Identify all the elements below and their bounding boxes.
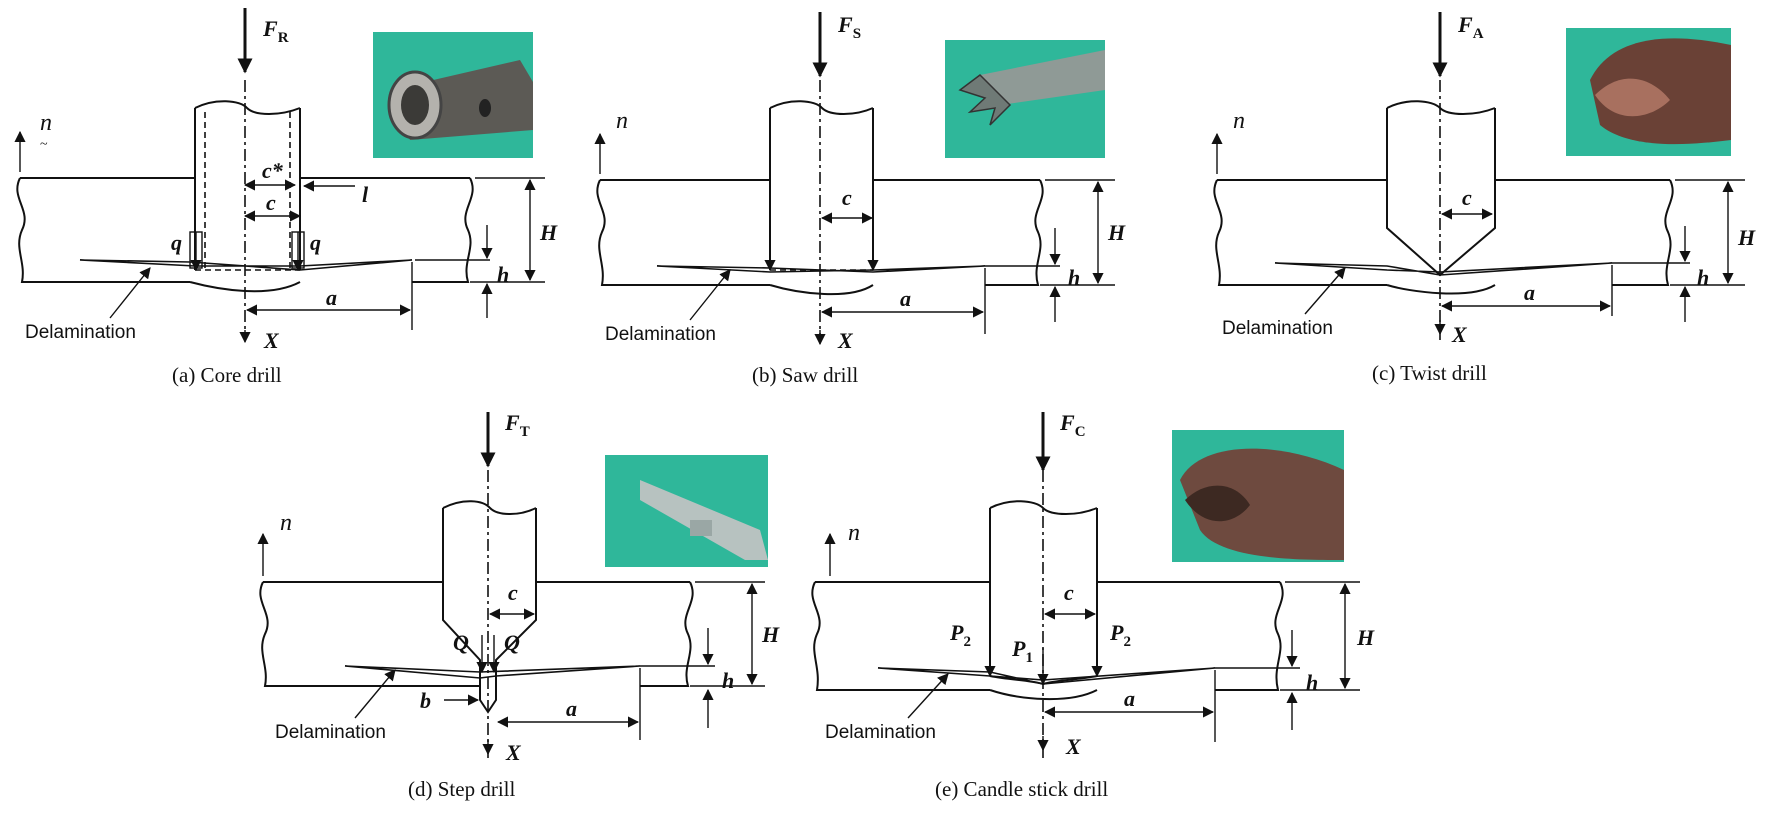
q-left-label: q: [171, 230, 182, 255]
h-label: h: [497, 262, 509, 287]
h-label: h: [722, 668, 734, 693]
rotation-n-label: n: [848, 520, 860, 546]
c-label: c: [1462, 185, 1472, 210]
caption-c: (c) Twist drill: [1372, 361, 1487, 385]
panel-twist-drill: FA n c H h a X Delamination (c) Twist dr…: [1211, 12, 1756, 385]
force-label-ft: FT: [504, 410, 530, 440]
a-label: a: [326, 285, 337, 310]
X-label: X: [263, 328, 280, 353]
X-label: X: [837, 328, 854, 353]
rotation-n-label: n: [1233, 108, 1245, 134]
c-star-label: c*: [262, 158, 284, 183]
delamination-label: Delamination: [605, 324, 716, 345]
b-label: b: [420, 688, 431, 713]
Q-left-label: Q: [453, 630, 469, 655]
a-label: a: [1124, 686, 1135, 711]
step-drill-photo: [605, 455, 768, 567]
P1-label: P1: [1011, 636, 1033, 666]
force-label-fc: FC: [1059, 410, 1086, 440]
a-label: a: [1524, 280, 1535, 305]
H-label: H: [539, 220, 558, 245]
h-label: h: [1068, 265, 1080, 290]
force-label-fa: FA: [1457, 12, 1484, 42]
h-label: h: [1306, 670, 1318, 695]
candle-stick-drill-photo: [1172, 430, 1344, 562]
force-label-fr: FR: [262, 16, 289, 46]
X-label: X: [1451, 322, 1468, 347]
delamination-label: Delamination: [1222, 318, 1333, 339]
a-label: a: [566, 696, 577, 721]
H-label: H: [1737, 225, 1756, 250]
caption-a: (a) Core drill: [172, 363, 282, 387]
P2-right-label: P2: [1109, 620, 1131, 650]
delamination-label: Delamination: [25, 322, 136, 343]
panel-step-drill: FT n Q Q c b H h a X Delamination (d) St…: [257, 410, 780, 801]
caption-d: (d) Step drill: [408, 777, 515, 801]
Q-right-label: Q: [504, 630, 520, 655]
caption-b: (b) Saw drill: [752, 363, 858, 387]
rotation-n-label: n: [40, 110, 52, 136]
rotation-n-label: n: [616, 108, 628, 134]
c-label: c: [508, 580, 518, 605]
H-label: H: [1356, 625, 1375, 650]
panel-candle-stick-drill: FC n P2 P1 P2 c H h a X Delamination (e)…: [811, 410, 1375, 801]
force-label-fs: FS: [837, 12, 861, 42]
H-label: H: [761, 622, 780, 647]
q-right-label: q: [310, 230, 321, 255]
delamination-label: Delamination: [825, 722, 936, 743]
X-label: X: [505, 740, 522, 765]
c-label: c: [842, 185, 852, 210]
c-label: c: [1064, 580, 1074, 605]
panel-core-drill: FR n ~ q q c* c l H h a X: [14, 8, 558, 387]
H-label: H: [1107, 220, 1126, 245]
X-label: X: [1065, 734, 1082, 759]
a-label: a: [900, 286, 911, 311]
c-label: c: [266, 190, 276, 215]
panel-saw-drill: FS n c H h a X Delamination (b) Saw dril…: [594, 12, 1126, 387]
svg-text:~: ~: [40, 137, 48, 152]
core-drill-photo: [373, 32, 533, 158]
rotation-n-label: n: [280, 510, 292, 536]
delamination-label: Delamination: [275, 722, 386, 743]
h-label: h: [1697, 265, 1709, 290]
twist-drill-photo: [1566, 28, 1731, 156]
saw-drill-photo: [945, 40, 1105, 158]
l-label: l: [362, 182, 369, 207]
P2-left-label: P2: [949, 620, 971, 650]
caption-e: (e) Candle stick drill: [935, 777, 1108, 801]
